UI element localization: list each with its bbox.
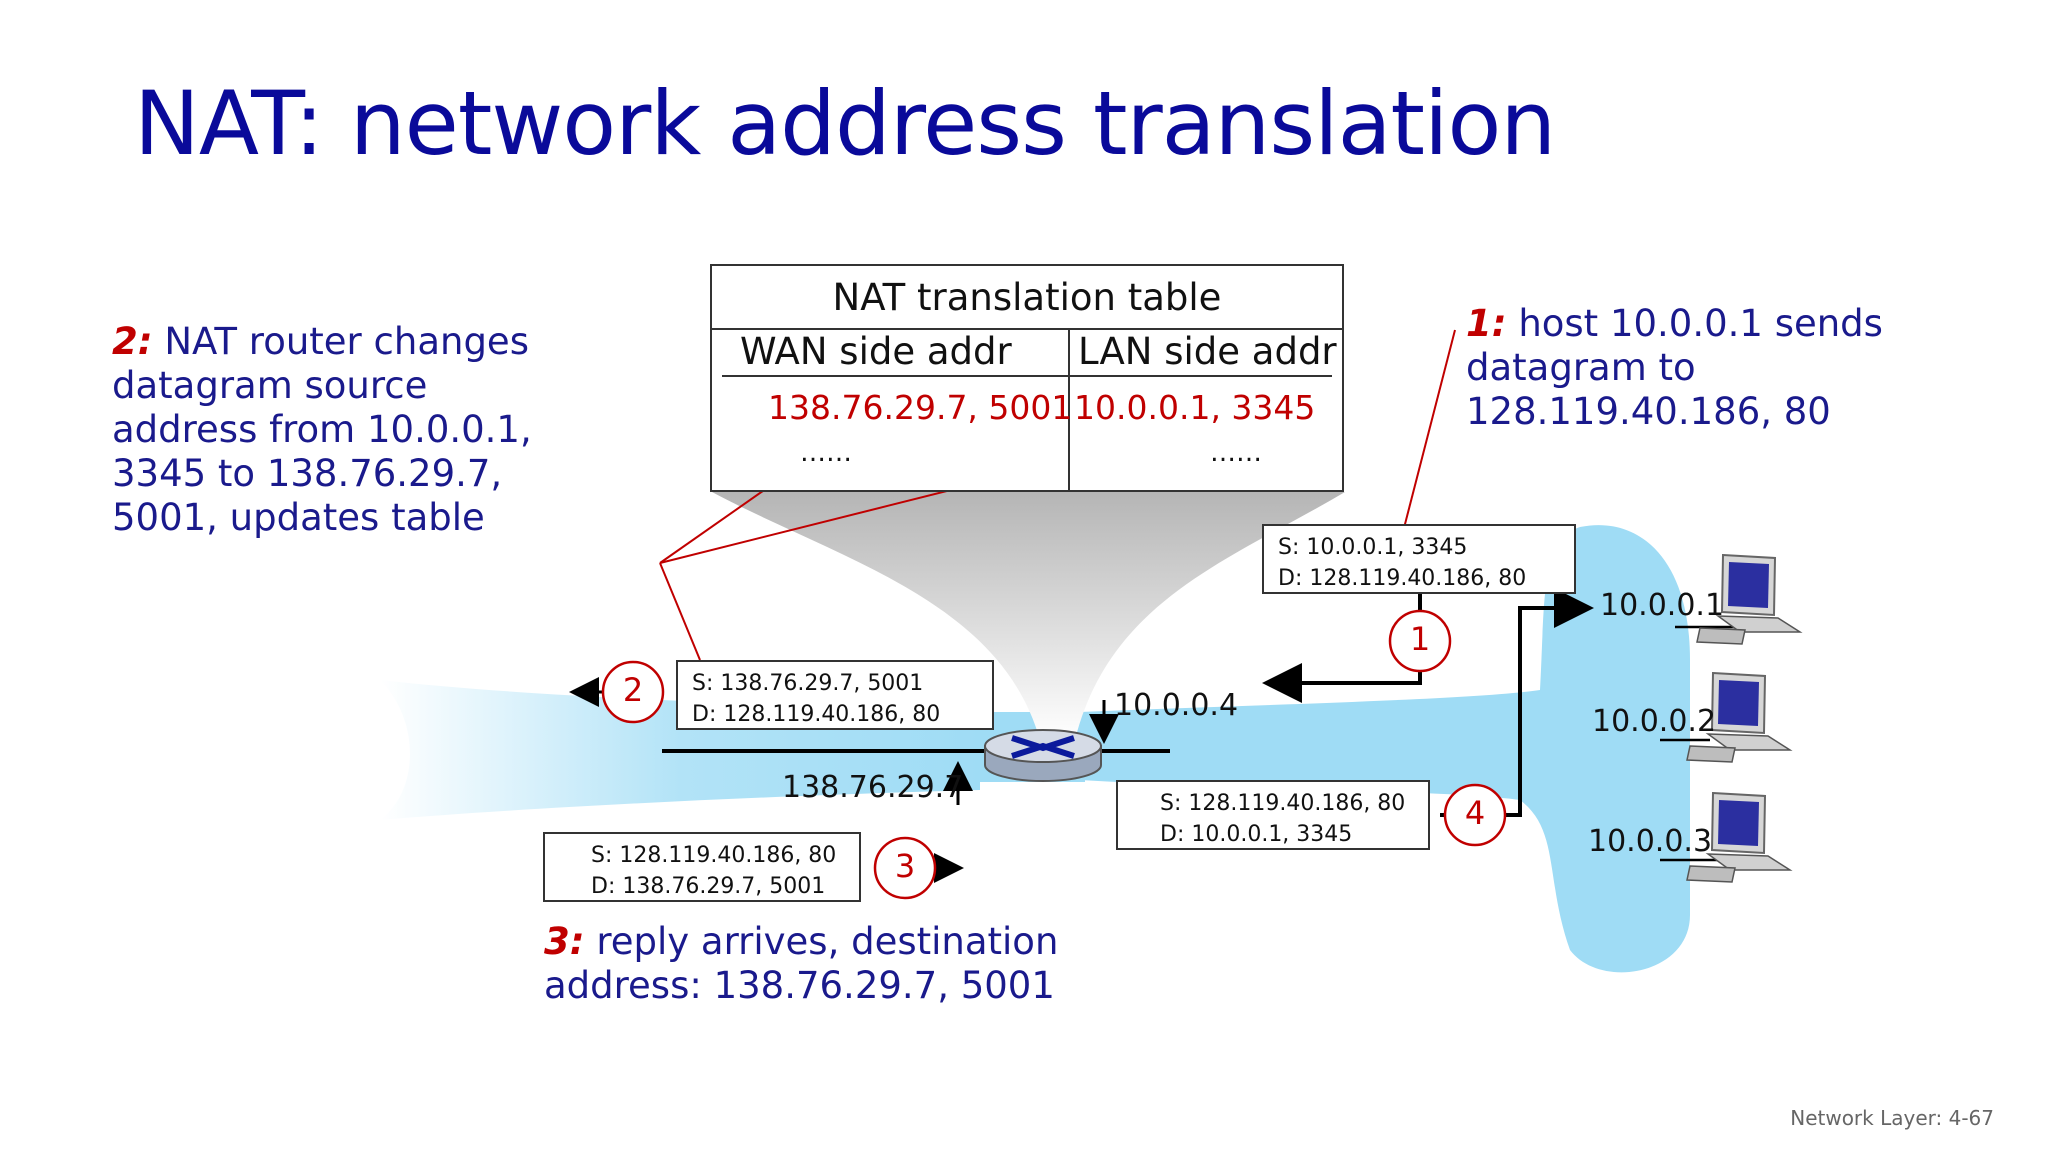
step3-circle-number: 3 — [894, 847, 916, 885]
packet-step4-destination: D: 10.0.0.1, 3345 — [1160, 822, 1353, 847]
step2-text: NAT router changes datagram source addre… — [112, 320, 532, 539]
packet-step3-source: S: 128.119.40.186, 80 — [591, 843, 837, 868]
step3-number: 3: — [544, 920, 585, 963]
step1-number: 1: — [1466, 302, 1507, 345]
step3-circle — [873, 836, 937, 900]
table-title: NAT translation table — [832, 276, 1222, 319]
nat-translation-table: NAT translation table WAN side addr LAN … — [710, 264, 1344, 492]
packet-step1: S: 10.0.0.1, 3345 D: 128.119.40.186, 80 — [1262, 524, 1576, 594]
step1-description: 1: host 10.0.0.1 sends datagram to 128.1… — [1466, 302, 1896, 434]
table-ellipsis-lan: …… — [1210, 438, 1262, 468]
step1-circle-number: 1 — [1409, 620, 1431, 658]
step4-circle-number: 4 — [1464, 794, 1486, 832]
packet-step4-source: S: 128.119.40.186, 80 — [1160, 791, 1406, 816]
step2-description: 2: NAT router changes datagram source ad… — [112, 320, 582, 540]
step2-circle — [601, 660, 665, 724]
step3-text: reply arrives, destination address: 138.… — [544, 920, 1059, 1007]
step4-circle — [1443, 783, 1507, 847]
step2-circle-number: 2 — [622, 671, 644, 709]
computer-icon-host3 — [1686, 791, 1793, 883]
router-lan-address: 10.0.0.4 — [1114, 688, 1239, 723]
table-row-lan-value: 10.0.0.1, 3345 — [1074, 388, 1316, 427]
router-wan-address: 138.76.29.7 — [782, 770, 964, 805]
table-row-wan-value: 138.76.29.7, 5001 — [768, 388, 1073, 427]
step3-description: 3: reply arrives, destination address: 1… — [544, 920, 1064, 1008]
router-icon — [984, 729, 1102, 782]
packet-step4: S: 128.119.40.186, 80 D: 10.0.0.1, 3345 — [1116, 780, 1430, 850]
packet-step1-destination: D: 128.119.40.186, 80 — [1278, 566, 1527, 591]
computer-icon-host1 — [1696, 553, 1803, 645]
column-header-lan: LAN side addr — [1078, 330, 1337, 373]
table-ellipsis-wan: …… — [800, 438, 852, 468]
column-header-wan: WAN side addr — [740, 330, 1012, 373]
host3-address: 10.0.0.3 — [1588, 824, 1713, 859]
lan-cloud — [1080, 525, 1690, 973]
page-title: NAT: network address translation — [134, 72, 1556, 175]
table-funnel — [712, 492, 1345, 740]
slide-footer: Network Layer: 4-67 — [1790, 1106, 1994, 1130]
computer-icon-host2 — [1686, 671, 1793, 763]
step1-text: host 10.0.0.1 sends datagram to 128.119.… — [1466, 302, 1883, 433]
packet-step3: S: 128.119.40.186, 80 D: 138.76.29.7, 50… — [543, 832, 861, 902]
packet-step2: S: 138.76.29.7, 5001 D: 128.119.40.186, … — [676, 660, 994, 730]
packet-step2-source: S: 138.76.29.7, 5001 — [692, 671, 924, 696]
packet-step2-destination: D: 128.119.40.186, 80 — [692, 702, 941, 727]
packet-step3-destination: D: 138.76.29.7, 5001 — [591, 874, 826, 899]
host2-address: 10.0.0.2 — [1592, 704, 1717, 739]
packet-step1-source: S: 10.0.0.1, 3345 — [1278, 535, 1468, 560]
host1-address: 10.0.0.1 — [1600, 588, 1725, 623]
step2-number: 2: — [112, 320, 153, 363]
step1-circle — [1388, 609, 1452, 673]
